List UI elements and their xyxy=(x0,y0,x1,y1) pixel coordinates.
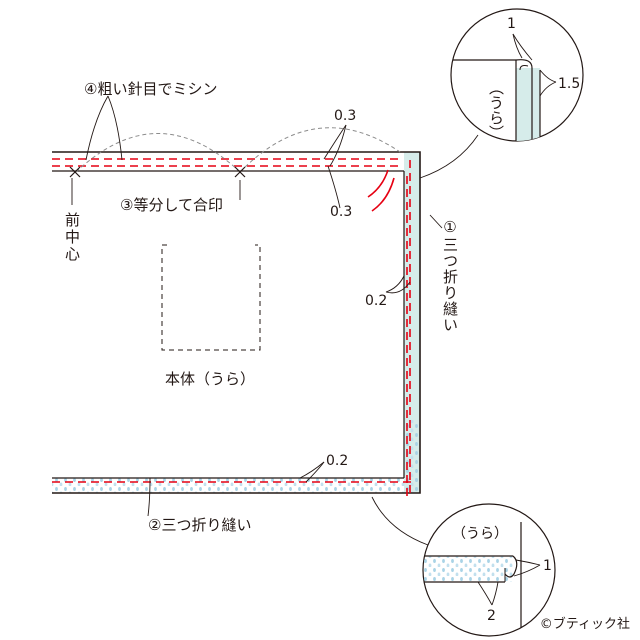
division-arcs xyxy=(75,127,401,173)
bottom-measure: 0.2 xyxy=(326,453,348,469)
fabric-body xyxy=(52,151,421,494)
division-arc-2 xyxy=(239,127,401,173)
coarse-stitch-label: ④粗い針目でミシン xyxy=(84,80,217,98)
credit: ©ブティック社 xyxy=(539,617,630,632)
division-arc-1 xyxy=(75,133,241,173)
detail-bottom-dim-2: 2 xyxy=(487,608,496,624)
top-measure-b: 0.3 xyxy=(330,204,352,220)
front-center-label: 前中心 xyxy=(63,212,81,263)
bottom-hem-label: ②三つ折り縫い xyxy=(148,516,251,534)
corner-curve-1 xyxy=(367,169,389,198)
pocket-placement xyxy=(161,244,261,351)
side-hem-strip xyxy=(404,152,420,493)
divide-mark-label: ③等分して合印 xyxy=(120,196,223,214)
side-hem-dots xyxy=(404,420,420,493)
red-stitch-lines xyxy=(52,158,412,498)
body-label: 本体（うら） xyxy=(165,370,255,388)
fabric-outline xyxy=(52,151,421,494)
bottom-hem-dots xyxy=(52,478,418,493)
side-hem-label: ①三つ折り縫い xyxy=(441,218,459,333)
detail-bottom-wrong-side: （うら） xyxy=(452,526,508,542)
right-measure: 0.2 xyxy=(365,293,387,309)
detail-bottom-dim-1: 1 xyxy=(543,558,552,574)
top-measure-a: 0.3 xyxy=(334,108,356,124)
corner-curve-2 xyxy=(371,177,395,212)
leader-lines xyxy=(71,95,479,546)
detail-top-dim-2: 1.5 xyxy=(558,76,580,92)
detail-circle-bottom: （うら） 1 2 xyxy=(422,503,556,637)
detail-top-dim-1: 1 xyxy=(507,16,516,32)
detail-top-wrong-side: （うら） xyxy=(487,80,505,140)
cross-marks xyxy=(69,166,246,178)
detail-circle-top: 1 1.5 （うら） xyxy=(450,8,584,142)
